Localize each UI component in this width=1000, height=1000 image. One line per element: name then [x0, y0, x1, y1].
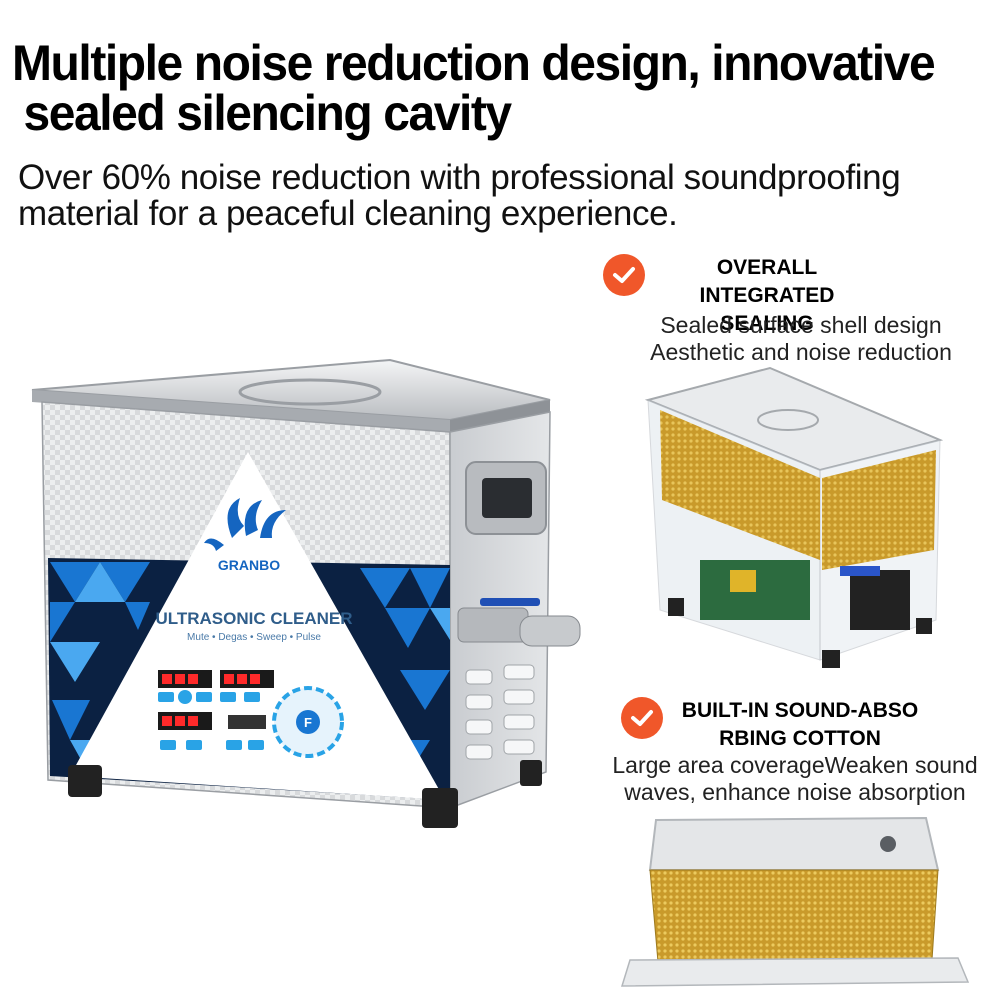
product-name-label: ULTRASONIC CLEANER [155, 609, 352, 628]
feature-2-title: BUILT-IN SOUND-ABSO RBING COTTON [666, 697, 934, 753]
feature-1-desc-line-1: Sealed surface shell design [660, 312, 942, 338]
feature-1-title-line-2: SEALING [720, 312, 814, 335]
subheadline-line-2: material for a peaceful cleaning experie… [18, 194, 678, 233]
sealed-housing-image [644, 366, 944, 668]
brand-label: GRANBO [218, 557, 280, 573]
check-icon [603, 254, 645, 296]
headline: Multiple noise reduction design, innovat… [12, 38, 953, 138]
feature-1-desc-line-2: Aesthetic and noise reduction [650, 339, 952, 365]
feature-2-desc-line-1: Large area coverageWeaken sound [612, 752, 978, 778]
subheadline-line-1: Over 60% noise reduction with profession… [18, 158, 901, 197]
feature-1-description: Sealed surface shell design Aesthetic an… [606, 312, 996, 366]
feature-2-desc-line-2: waves, enhance noise absorption [624, 779, 966, 805]
function-button-label: F [304, 715, 312, 730]
feature-1-title-line-1: OVERALL INTEGRATED [699, 256, 835, 307]
feature-1-title: OVERALL INTEGRATED SEALING [652, 254, 882, 338]
subheadline: Over 60% noise reduction with profession… [18, 160, 988, 232]
check-icon [621, 697, 663, 739]
feature-2-description: Large area coverageWeaken sound waves, e… [590, 752, 1000, 806]
modes-label: Mute • Degas • Sweep • Pulse [187, 632, 321, 643]
sound-absorbing-cotton-image [620, 816, 970, 987]
feature-2-title-line-1: BUILT-IN SOUND-ABSO [681, 699, 919, 722]
headline-line-2: sealed silencing cavity [23, 85, 513, 141]
ultrasonic-cleaner-image: GRANBO ULTRASONIC CLEANER Mute • Degas •… [31, 358, 581, 828]
headline-line-1: Multiple noise reduction design, innovat… [12, 35, 936, 91]
feature-2-title-line-2: RBING COTTON [719, 727, 881, 750]
